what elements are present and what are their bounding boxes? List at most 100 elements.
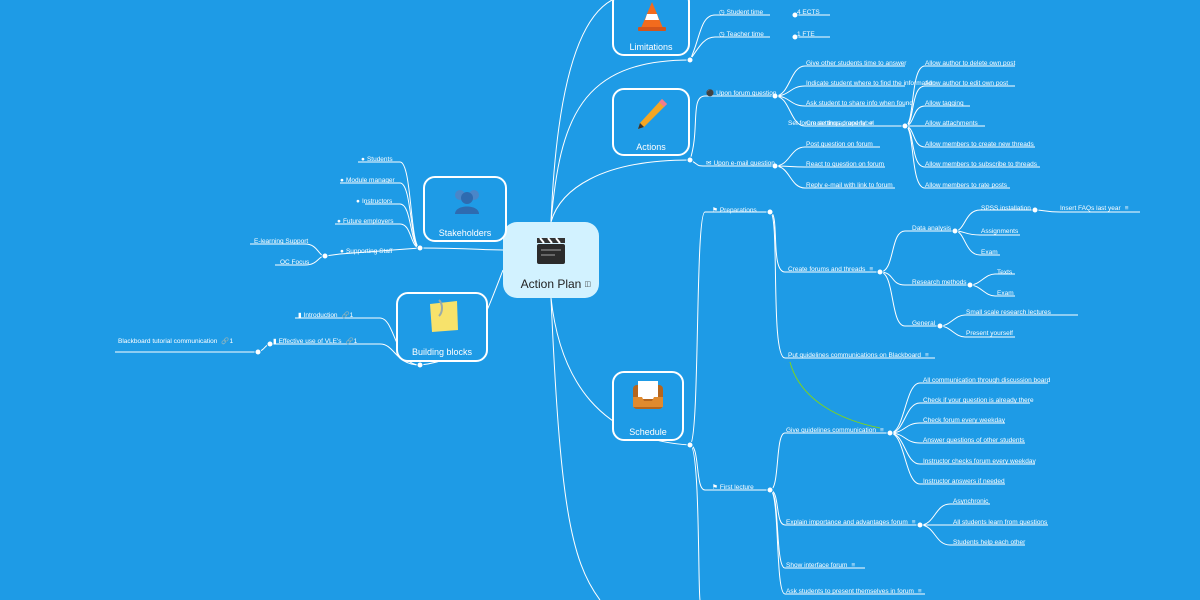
effective-use-node[interactable]: ▮Effective use of VLE's🔗1 xyxy=(273,337,357,346)
label: Teacher time xyxy=(726,31,764,38)
list-icon: ≡ xyxy=(869,266,874,273)
list-icon: ≡ xyxy=(879,427,884,434)
label: Future employers xyxy=(342,218,394,225)
forum-item[interactable]: Set forum settings properly≡ xyxy=(788,119,873,128)
label: Give guidelines communication xyxy=(786,427,876,434)
student-time-node[interactable]: ◷Student time xyxy=(719,8,763,17)
upon-forum-question[interactable]: ⚫Upon forum question xyxy=(706,89,776,98)
list-icon: ≡ xyxy=(911,519,916,526)
general-node[interactable]: General xyxy=(912,320,936,327)
central-topic[interactable]: Action Plan ◫ xyxy=(503,222,599,298)
topic-limitations-label: Limitations xyxy=(629,42,673,52)
data-analysis-node[interactable]: Data analysis xyxy=(912,225,952,232)
explain-item[interactable]: Asynchronic xyxy=(953,498,989,505)
insert-faqs-node[interactable]: Insert FAQs last year≡ xyxy=(1060,204,1128,213)
assignments-node[interactable]: Assignments xyxy=(981,228,1019,235)
small-scale-node[interactable]: Small scale research lectures xyxy=(966,309,1051,316)
flag-icon: ⚑ xyxy=(712,207,718,214)
guideline-item[interactable]: Instructor answers if needed xyxy=(923,478,1005,485)
da-exam-node[interactable]: Exam xyxy=(981,249,998,256)
explain-item[interactable]: All students learn from questions xyxy=(953,519,1048,526)
mail-icon: ✉ xyxy=(706,160,712,167)
guideline-item[interactable]: Check forum every weekday xyxy=(923,417,1006,424)
label: Explain importance and advantages forum xyxy=(786,519,908,526)
email-item[interactable]: Post question on forum xyxy=(806,141,873,148)
person-icon: ● xyxy=(340,177,344,184)
setting-item[interactable]: Allow members to rate posts xyxy=(925,182,1008,189)
present-yourself-node[interactable]: Present yourself xyxy=(966,330,1013,337)
list-icon: ≡ xyxy=(869,120,874,127)
guideline-item[interactable]: Instructor checks forum every weekday xyxy=(923,458,1036,465)
label: Supporting Staff xyxy=(345,248,393,255)
topic-schedule[interactable]: Schedule xyxy=(612,371,684,441)
person-icon: ● xyxy=(337,218,341,225)
topic-building-blocks-label: Building blocks xyxy=(411,347,473,357)
stakeholder-instructors[interactable]: ●Instructors xyxy=(356,197,392,206)
setting-item[interactable]: Allow author to edit own post xyxy=(925,80,1009,87)
shield-icon: ⚫ xyxy=(706,90,715,97)
give-guidelines-node[interactable]: Give guidelines communication≡ xyxy=(786,426,884,435)
texts-node[interactable]: Texts xyxy=(997,269,1013,276)
explain-item[interactable]: Students help each other xyxy=(953,539,1026,546)
count: 1 xyxy=(229,338,234,345)
ask-present-node[interactable]: Ask students to present themselves in fo… xyxy=(786,587,922,596)
show-interface-node[interactable]: Show interface forum≡ xyxy=(786,561,855,570)
rm-exam-node[interactable]: Exam xyxy=(997,290,1014,297)
sticky-note-icon xyxy=(430,299,458,332)
label: Student time xyxy=(726,9,764,16)
label: Blackboard tutorial communication xyxy=(118,338,218,345)
book-icon: ▮ xyxy=(273,338,277,345)
upon-email-question[interactable]: ✉Upon e-mail question xyxy=(706,159,775,168)
forum-item[interactable]: Indicate student where to find the infor… xyxy=(806,80,936,87)
label: First lecture xyxy=(719,484,754,491)
note-icon: ◫ xyxy=(584,281,591,288)
research-methods-node[interactable]: Research methods xyxy=(912,279,967,286)
topic-limitations[interactable]: Limitations xyxy=(612,0,690,56)
book-icon: ▮ xyxy=(298,312,302,319)
email-item[interactable]: Reply e-mail with link to forum xyxy=(806,182,893,189)
forum-item[interactable]: Ask student to share info when found xyxy=(806,100,913,107)
flag-icon: ⚑ xyxy=(712,484,718,491)
setting-item[interactable]: Allow attachments xyxy=(925,120,978,127)
preparations-node[interactable]: ⚑Preparations xyxy=(712,206,757,215)
count: 1 xyxy=(349,312,354,319)
setting-item[interactable]: Allow members to subscribe to threads xyxy=(925,161,1037,168)
forum-item-overlap: Create thread and label xyxy=(806,120,874,127)
guideline-item[interactable]: Answer questions of other students xyxy=(923,437,1025,444)
stakeholder-module-manager[interactable]: ●Module manager xyxy=(340,176,395,185)
spss-node[interactable]: SPSS installation xyxy=(981,205,1031,212)
label: Put guidelines communications on Blackbo… xyxy=(788,352,921,359)
setting-item[interactable]: Allow members to create new threads xyxy=(925,141,1034,148)
forum-item[interactable]: Give other students time to answer xyxy=(806,60,907,67)
stakeholder-future-employers[interactable]: ●Future employers xyxy=(337,217,394,226)
topic-actions-label: Actions xyxy=(636,142,666,152)
setting-item[interactable]: Allow tagging xyxy=(925,100,964,107)
setting-item[interactable]: Allow author to delete own post xyxy=(925,60,1016,67)
guideline-item[interactable]: Check if your question is already there xyxy=(923,397,1034,404)
people-icon xyxy=(455,190,479,214)
put-guidelines-node[interactable]: Put guidelines communications on Blackbo… xyxy=(788,351,929,360)
support-oc-focus[interactable]: OC Focus xyxy=(280,259,310,266)
explain-node[interactable]: Explain importance and advantages forum≡ xyxy=(786,518,916,527)
topic-building-blocks[interactable]: Building blocks xyxy=(396,292,488,362)
stakeholder-students[interactable]: ●Students xyxy=(361,155,393,164)
pencil-icon xyxy=(638,99,667,129)
guideline-item[interactable]: All communication through discussion boa… xyxy=(923,377,1051,384)
stakeholder-supporting-staff[interactable]: ●Supporting Staff xyxy=(340,247,392,256)
student-time-value: 4 ECTS xyxy=(797,9,820,16)
label: Show interface forum xyxy=(786,562,848,569)
person-icon: ● xyxy=(340,248,344,255)
create-forums-node[interactable]: Create forums and threads≡ xyxy=(788,265,873,274)
first-lecture-node[interactable]: ⚑First lecture xyxy=(712,483,754,492)
introduction-node[interactable]: ▮Introduction🔗1 xyxy=(298,311,353,320)
topic-actions[interactable]: Actions xyxy=(612,88,690,156)
count: 1 xyxy=(353,338,358,345)
blackboard-tutorial-node[interactable]: Blackboard tutorial communication🔗1 xyxy=(118,337,233,346)
topic-stakeholders[interactable]: Stakeholders xyxy=(423,176,507,242)
clock-icon: ◷ xyxy=(719,9,725,16)
support-elearning[interactable]: E-learning Support xyxy=(254,238,309,245)
teacher-time-node[interactable]: ◷Teacher time xyxy=(719,30,764,39)
label: Upon e-mail question xyxy=(713,160,775,167)
email-item[interactable]: React to question on forum xyxy=(806,161,885,168)
